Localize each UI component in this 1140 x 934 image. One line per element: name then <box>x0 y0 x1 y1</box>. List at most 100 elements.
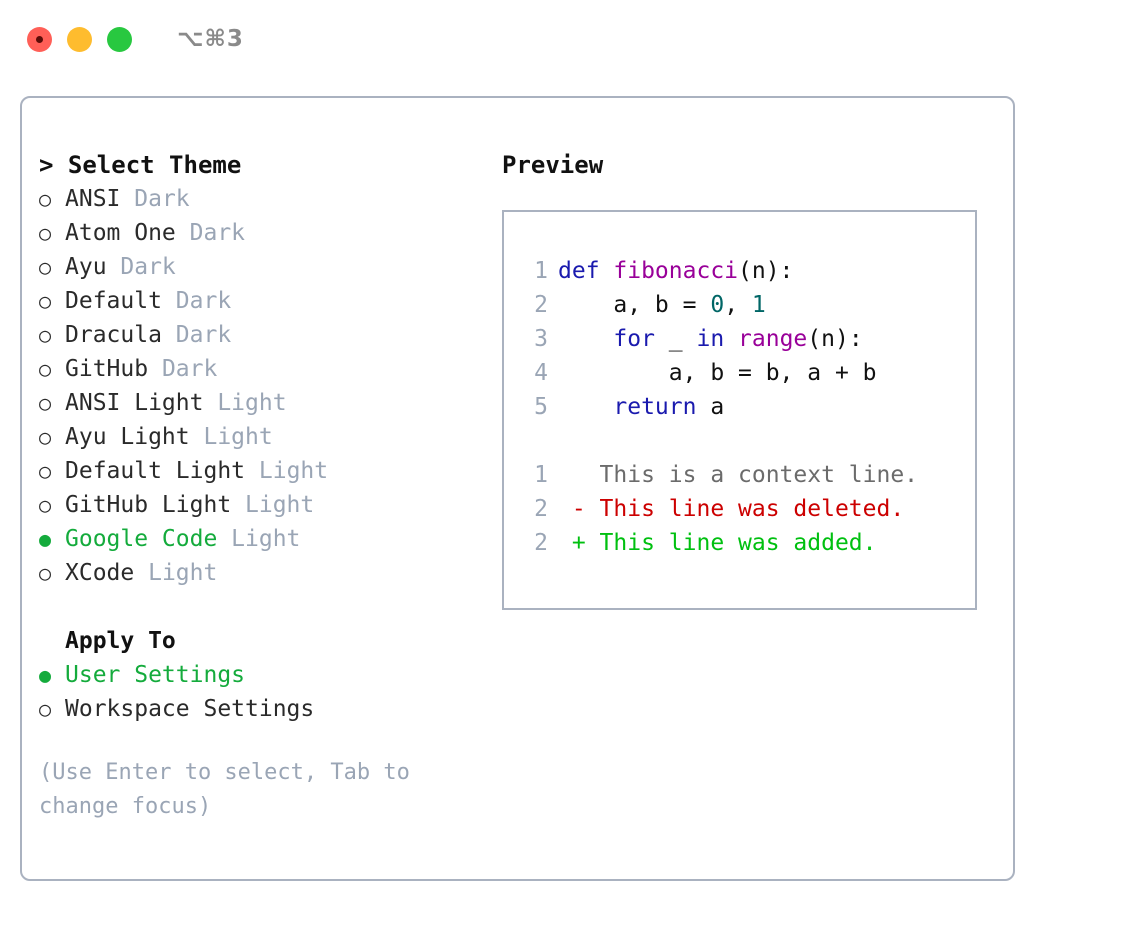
theme-option[interactable]: ○ ANSI Light Light <box>39 386 499 420</box>
radio-unselected-icon: ○ <box>39 697 52 721</box>
theme-option[interactable]: ○ Dracula Dark <box>39 318 499 352</box>
list-spacer <box>39 590 499 624</box>
line-number: 3 <box>534 326 548 352</box>
line-number: 4 <box>534 360 548 386</box>
apply-to-option-label: Workspace Settings <box>65 696 315 722</box>
theme-option-list: ○ANSI Dark○Atom One Dark○Ayu Dark○Defaul… <box>39 182 499 590</box>
theme-option[interactable]: ○Atom One Dark <box>39 216 499 250</box>
theme-option[interactable]: ○ ANSI Dark <box>39 182 499 216</box>
radio-unselected-icon: ○ <box>39 289 52 313</box>
theme-option[interactable]: ○ GitHub Dark <box>39 352 499 386</box>
preview-title: Preview <box>502 151 604 179</box>
select-theme-heading: > Select Theme <box>39 148 499 182</box>
code-token: fibonacci <box>613 258 739 284</box>
main-panel: > Select Theme ○ANSI Dark○Atom One Dark○… <box>20 96 1015 881</box>
code-token: (n): <box>807 326 863 352</box>
prompt-caret-icon: > <box>39 151 54 179</box>
maximize-button[interactable] <box>107 26 132 52</box>
theme-option-badge: Dark <box>175 322 232 348</box>
apply-to-option-list: ●User Settings ○ Workspace Settings <box>39 658 499 726</box>
theme-option[interactable]: ○Default Dark <box>39 284 499 318</box>
apply-to-option[interactable]: ○ Workspace Settings <box>39 692 499 726</box>
diff-line: 1 This is a context line. <box>504 458 975 492</box>
apply-to-option[interactable]: ●User Settings <box>39 658 499 692</box>
apply-to-heading: Apply To <box>65 628 176 654</box>
diff-line: 2 + This line was added. <box>504 526 975 560</box>
theme-option-label: GitHub <box>65 356 162 382</box>
line-number: 2 <box>534 292 548 318</box>
line-number: 2 <box>534 530 548 556</box>
theme-option-label: Atom One <box>65 220 190 246</box>
theme-option-label: Google Code <box>65 526 232 552</box>
code-token: 1 <box>751 292 766 318</box>
radio-unselected-icon: ○ <box>39 221 52 245</box>
code-line: 5 return a <box>504 390 975 424</box>
diff-line-text: This is a context line. <box>558 462 919 488</box>
theme-option-badge: Light <box>245 492 315 518</box>
keyboard-hint: (Use Enter to select, Tab to change focu… <box>39 760 410 819</box>
diff-line-text: - This line was deleted. <box>558 496 905 522</box>
code-token: in <box>696 326 725 352</box>
line-number: 5 <box>534 394 548 420</box>
code-token: _ <box>654 326 697 352</box>
title-bar: ⌥⌘3 <box>0 0 1140 78</box>
theme-option[interactable]: ○ XCode Light <box>39 556 499 590</box>
theme-option[interactable]: ●Google Code Light <box>39 522 499 556</box>
theme-option-badge: Dark <box>161 356 218 382</box>
radio-unselected-icon: ○ <box>39 187 52 211</box>
line-number: 2 <box>534 496 548 522</box>
theme-option-badge: Light <box>203 424 273 450</box>
radio-unselected-icon: ○ <box>39 357 52 381</box>
select-theme-heading-label: Select Theme <box>67 151 242 179</box>
code-diff-separator <box>504 424 975 458</box>
theme-option-label: Ayu <box>65 254 121 280</box>
theme-option-label: ANSI Light <box>65 390 218 416</box>
code-token: 0 <box>710 292 725 318</box>
close-button[interactable] <box>27 26 52 52</box>
minimize-button[interactable] <box>67 26 92 52</box>
radio-unselected-icon: ○ <box>39 255 52 279</box>
radio-unselected-icon: ○ <box>39 391 52 415</box>
theme-picker-column: > Select Theme ○ANSI Dark○Atom One Dark○… <box>39 148 499 824</box>
theme-option-badge: Light <box>148 560 218 586</box>
code-token: a, b = b, a + b <box>558 360 877 386</box>
theme-option-label: GitHub Light <box>65 492 246 518</box>
code-line: 3 for _ in range(n): <box>504 322 975 356</box>
theme-option-label: ANSI <box>65 186 135 212</box>
radio-unselected-icon: ○ <box>39 459 52 483</box>
theme-option-badge: Light <box>258 458 329 484</box>
window-title: ⌥⌘3 <box>177 26 244 52</box>
traffic-light-group <box>27 26 132 52</box>
theme-option-badge: Dark <box>134 186 190 212</box>
code-token: return <box>613 394 697 420</box>
theme-option[interactable]: ○ Ayu Dark <box>39 250 499 284</box>
radio-unselected-icon: ○ <box>39 323 52 347</box>
theme-option-badge: Light <box>217 390 287 416</box>
diff-line: 2 - This line was deleted. <box>504 492 975 526</box>
theme-option-label: Default <box>65 288 176 314</box>
diff-sample: 1 This is a context line.2 - This line w… <box>504 458 975 560</box>
theme-option-label: Ayu Light <box>65 424 204 450</box>
code-token: def <box>558 258 614 284</box>
theme-option-label: Dracula <box>65 322 176 348</box>
theme-option[interactable]: ○Default Light Light <box>39 454 499 488</box>
code-token: a <box>696 394 725 420</box>
apply-to-option-label: User Settings <box>65 662 246 688</box>
code-token <box>558 326 613 352</box>
code-token: for <box>613 326 655 352</box>
theme-option[interactable]: ○ Ayu Light Light <box>39 420 499 454</box>
code-token <box>558 394 613 420</box>
theme-option[interactable]: ○GitHub Light Light <box>39 488 499 522</box>
radio-unselected-icon: ○ <box>39 425 52 449</box>
code-token <box>724 326 738 352</box>
code-token: range <box>738 326 808 352</box>
code-token: a, b = <box>558 292 711 318</box>
line-number: 1 <box>534 258 548 284</box>
code-token: (n): <box>738 258 794 284</box>
radio-unselected-icon: ○ <box>39 561 52 585</box>
theme-option-label: XCode <box>65 560 149 586</box>
theme-option-badge: Dark <box>120 254 176 280</box>
